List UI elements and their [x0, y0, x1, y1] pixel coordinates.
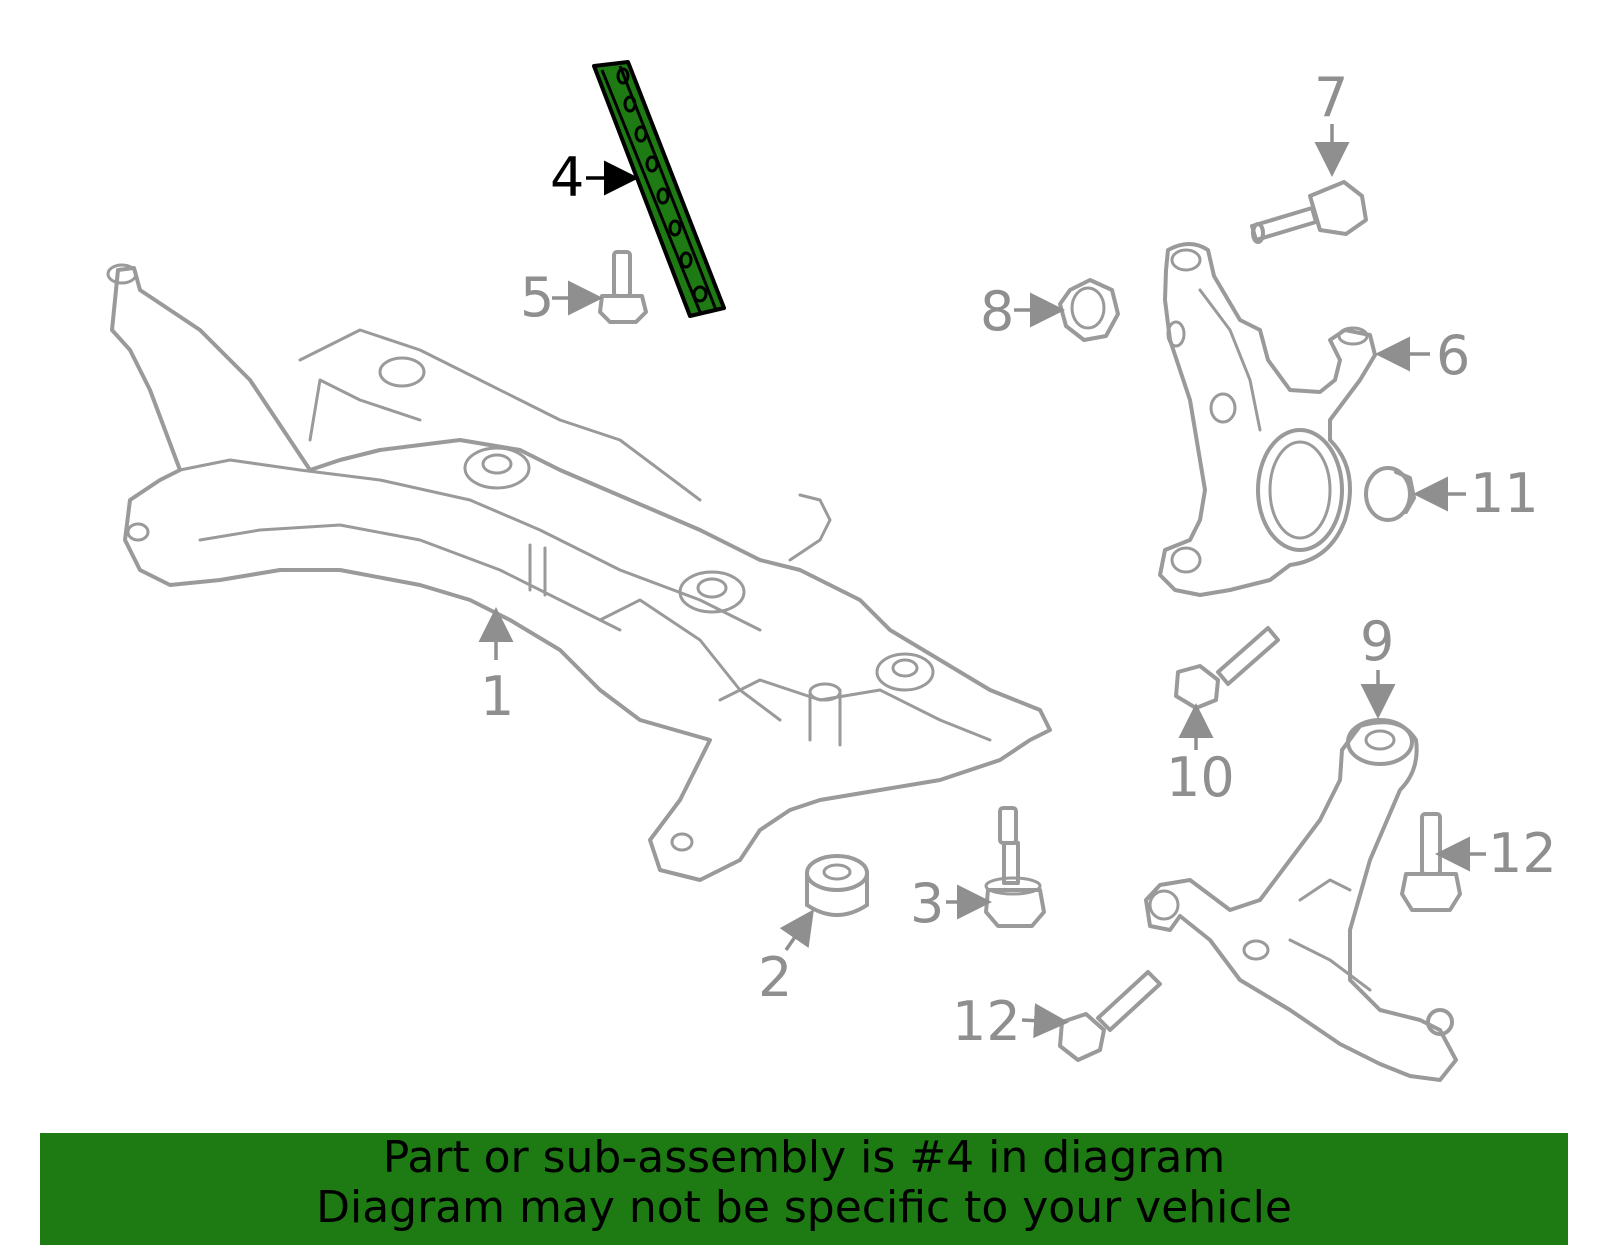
callout-2: 2	[758, 946, 792, 1009]
callout-11: 11	[1470, 462, 1539, 525]
callout-12-right: 12	[1488, 822, 1557, 885]
bushing-part-2[interactable]	[805, 854, 869, 917]
callout-1: 1	[480, 665, 514, 728]
callout-9: 9	[1360, 610, 1394, 673]
callout-8: 8	[980, 280, 1014, 343]
bolt-part-12-right[interactable]	[1400, 812, 1462, 912]
callout-4: 4	[550, 146, 584, 209]
steering-knuckle-part-6[interactable]	[1158, 242, 1377, 597]
nut-part-11[interactable]	[1364, 466, 1416, 522]
reinforcement-bar-part-4[interactable]	[592, 60, 726, 318]
lower-control-arm-part-9[interactable]	[1144, 718, 1458, 1082]
bolt-part-10[interactable]	[1174, 626, 1280, 710]
leader-12-lower	[1021, 1003, 1069, 1039]
callout-7: 7	[1314, 66, 1348, 129]
leader-2	[779, 909, 814, 951]
callout-6: 6	[1436, 324, 1470, 387]
banner-line-2: Diagram may not be specific to your vehi…	[316, 1182, 1292, 1233]
info-banner: Part or sub-assembly is #4 in diagram Di…	[40, 1133, 1568, 1245]
bolt-part-3[interactable]	[984, 806, 1046, 928]
callout-3: 3	[910, 872, 944, 935]
nut-part-8[interactable]	[1058, 278, 1120, 342]
callout-10: 10	[1166, 746, 1235, 809]
bolt-part-7[interactable]	[1250, 180, 1368, 244]
subframe-part-1[interactable]	[106, 263, 1052, 882]
bolt-part-5[interactable]	[598, 250, 648, 324]
banner-line-1: Part or sub-assembly is #4 in diagram	[382, 1132, 1226, 1183]
leader-arrows	[478, 124, 1486, 1039]
callout-numbers: 1 2 3 4 5 6 7 8 9 10 11 12 12	[480, 66, 1557, 1053]
callout-12-lower: 12	[952, 990, 1021, 1053]
bolt-part-12-lower[interactable]	[1058, 970, 1162, 1062]
callout-5: 5	[520, 266, 554, 329]
